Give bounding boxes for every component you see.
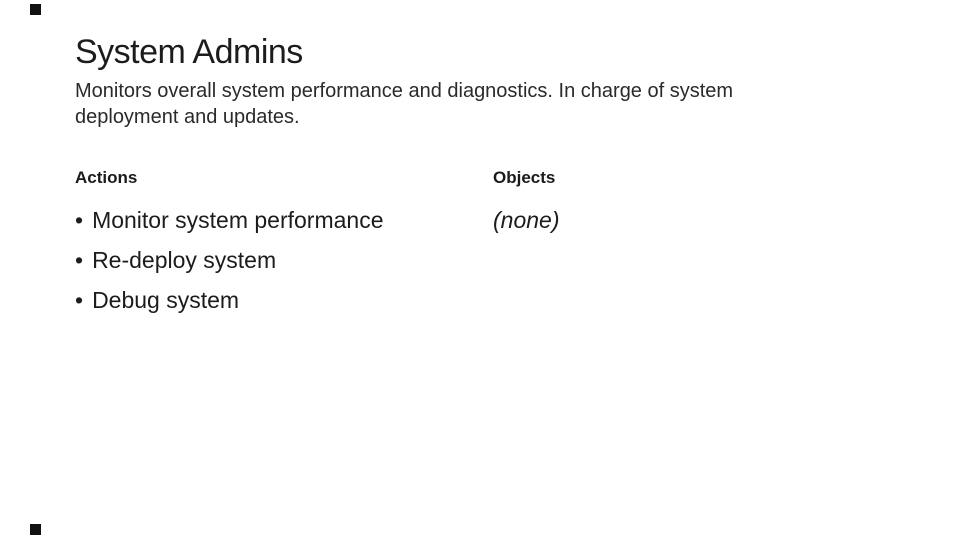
subtitle-line: deployment and updates. xyxy=(75,106,300,128)
corner-marker-bottom xyxy=(30,524,41,535)
subtitle-line: Monitors overall system performance and … xyxy=(75,80,734,102)
action-item: • Re-deploy system xyxy=(75,240,455,280)
action-item-label: Monitor system performance xyxy=(92,207,384,233)
objects-column: Objects (none) xyxy=(493,168,713,240)
action-item-label: Debug system xyxy=(92,287,240,313)
subtitle-block: Monitors overall system performance and … xyxy=(75,78,815,130)
actions-list: • Monitor system performance • Re-deploy s… xyxy=(75,200,455,320)
page-title: System Admins xyxy=(75,33,303,71)
action-item-label: Re-deploy system xyxy=(92,247,277,273)
corner-marker-top xyxy=(30,4,41,15)
actions-column: Actions • Monitor system performance • Re-… xyxy=(75,168,455,320)
objects-value: (none) xyxy=(493,207,560,233)
bullet-icon: • xyxy=(75,287,84,313)
bullet-icon: • xyxy=(75,207,84,233)
action-item: • Monitor system performance xyxy=(75,200,455,240)
action-item: • Debug system xyxy=(75,280,455,320)
objects-header: Objects xyxy=(493,168,556,187)
bullet-icon: • xyxy=(75,247,84,273)
title-block: System Admins xyxy=(75,33,303,71)
actions-header: Actions xyxy=(75,168,138,187)
